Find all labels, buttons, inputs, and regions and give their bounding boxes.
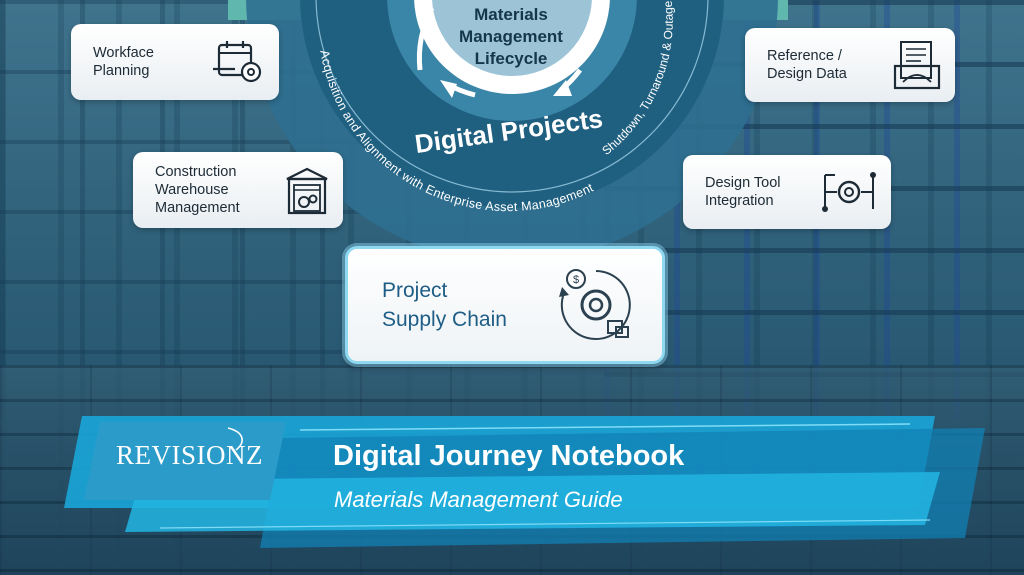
supply-chain-gear-icon: $ bbox=[559, 269, 631, 340]
arrow-head-right bbox=[553, 80, 572, 96]
center-title-line: Lifecycle bbox=[475, 49, 548, 68]
card-label: Reference / Design Data bbox=[767, 48, 847, 82]
banner-subtitle: Materials Management Guide bbox=[334, 487, 623, 512]
card-workface-planning[interactable]: Workface Planning bbox=[71, 24, 279, 100]
banner-title: Digital Journey Notebook bbox=[333, 440, 685, 472]
revisionz-logo: REVISIONZ bbox=[116, 440, 263, 470]
card-reference-design-data[interactable]: Reference / Design Data bbox=[745, 28, 955, 102]
card-design-tool-integration[interactable]: Design Tool Integration bbox=[683, 155, 891, 229]
title-banner bbox=[64, 416, 985, 548]
logo-swoosh bbox=[227, 427, 243, 451]
gear-network-icon bbox=[822, 172, 876, 212]
card-project-supply-chain[interactable]: Project Supply Chain $ bbox=[345, 246, 665, 364]
center-title-line: Management bbox=[459, 27, 563, 46]
cycle-arrow-top bbox=[592, 0, 603, 14]
card-label: Construction Warehouse Management bbox=[155, 164, 240, 216]
svg-text:$: $ bbox=[573, 274, 579, 286]
cycle-arrow-left bbox=[416, 6, 435, 71]
center-hub bbox=[432, 0, 592, 76]
ring-outline bbox=[315, 0, 709, 193]
document-icon bbox=[893, 41, 941, 90]
card-label: Design Tool Integration bbox=[705, 175, 781, 209]
arrow-head-bottom bbox=[440, 80, 457, 98]
calendar-gear-icon bbox=[213, 41, 262, 83]
center-title-line: Materials bbox=[474, 5, 548, 24]
card-construction-warehouse-management[interactable]: Construction Warehouse Management bbox=[133, 152, 343, 228]
warehouse-gear-icon bbox=[286, 167, 328, 215]
card-label: Workface Planning bbox=[93, 45, 154, 79]
card-label: Project Supply Chain bbox=[382, 279, 507, 331]
